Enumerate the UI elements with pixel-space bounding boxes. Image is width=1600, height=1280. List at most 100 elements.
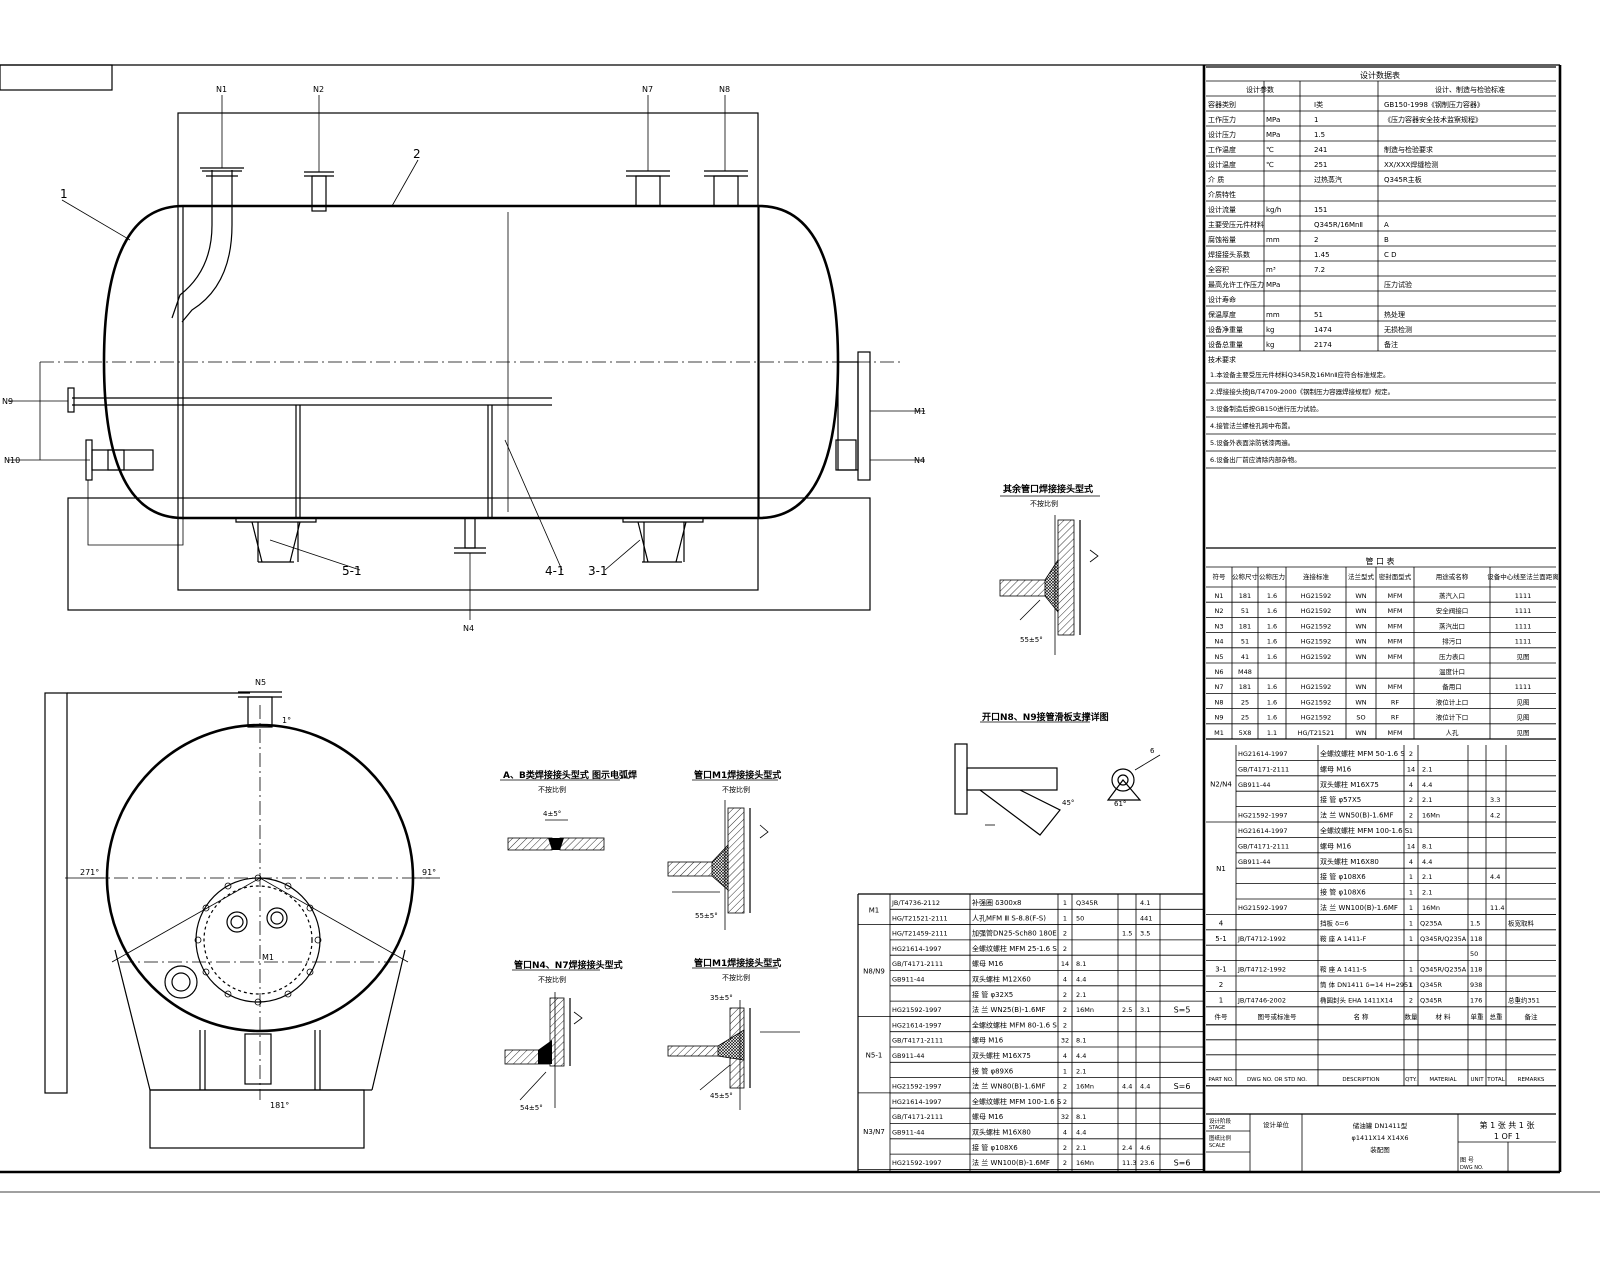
design-row-spec: 《压力容器安全技术监察规程》	[1384, 115, 1482, 124]
bom-left-desc: 接 管 φ108X6	[972, 1143, 1018, 1152]
bom-desc-row: QTY.	[1405, 1077, 1417, 1083]
bom-right-qty: 4	[1409, 858, 1413, 866]
bom-part-no: 1	[1219, 996, 1223, 1004]
nozzle-cell: MFM	[1388, 607, 1403, 615]
bom-right-desc: 全螺纹螺柱 MFM 100-1.6 S	[1320, 826, 1410, 835]
design-row-value: 151	[1314, 206, 1327, 214]
bom-part-unit: 938	[1470, 981, 1482, 989]
nozzle-cell: 压力表口	[1439, 652, 1465, 661]
design-row-unit: m³	[1266, 266, 1276, 274]
nozzle-cell: 41	[1241, 653, 1249, 661]
nozzle-label-n1: N1	[216, 85, 227, 94]
bom-header: 单重	[1471, 1012, 1485, 1021]
bom-right-wt: 11.4	[1490, 904, 1504, 912]
design-row-name: 介 质	[1208, 175, 1224, 184]
bom-left-group-code: N5-1	[866, 1052, 883, 1060]
bom-left-desc: 双头螺柱 M12X60	[972, 975, 1031, 984]
bom-left-qty: 2	[1063, 945, 1067, 953]
sheet-border	[0, 64, 1600, 1193]
nozzle-cell: HG21592	[1301, 698, 1332, 706]
bom-left-qty: 2	[1063, 1021, 1067, 1029]
detail-nozzle-general	[999, 495, 1100, 655]
design-row-unit: mm	[1266, 236, 1280, 244]
nozzle-cell: N1	[1215, 592, 1224, 600]
bom-part-std: JB/T4712-1992	[1237, 966, 1286, 974]
nozzle-cell: 1.1	[1267, 729, 1277, 737]
bom-left-qty: 1	[1063, 914, 1067, 922]
bom-part-mat: Q345R	[1420, 996, 1443, 1004]
design-row-value: 过热蒸汽	[1314, 175, 1342, 184]
detail-6-subtitle: 不按比例	[722, 973, 750, 982]
design-row-name: 主要受压元件材料	[1208, 220, 1264, 229]
bom-left-mat: Q345R	[1076, 899, 1099, 907]
part-label-5-1: 5-1	[342, 564, 362, 578]
bom-left-desc: 全螺纹螺柱 MFM 100-1.6 S	[972, 1097, 1062, 1106]
bom-header: 图号或标准号	[1258, 1012, 1298, 1021]
bom-header: 名 称	[1353, 1012, 1369, 1021]
nozzle-cell: 5X8	[1239, 729, 1252, 737]
design-row-name: 腐蚀裕量	[1208, 235, 1236, 244]
design-row-name: 设备净重量	[1208, 325, 1243, 334]
title-stage-label: 设计阶段	[1209, 1117, 1232, 1125]
nozzle-cell: 蒸汽出口	[1439, 621, 1465, 630]
design-row-unit: kg	[1266, 326, 1275, 334]
bom-right-desc: 接 管 φ108X6	[1320, 888, 1366, 897]
design-row-spec: GB150-1998《钢制压力容器》	[1384, 100, 1484, 109]
bom-part-std: JB/T4712-1992	[1237, 935, 1286, 943]
nozzle-cell: 25	[1241, 714, 1249, 722]
nozzle-cell: WN	[1355, 683, 1366, 691]
bom-left-std: HG21592-1997	[892, 1159, 942, 1167]
bom-left-desc: 接 管 φ32X5	[972, 990, 1013, 999]
bom-left-std: GB911-44	[892, 1129, 925, 1137]
detail-ab-weld	[500, 779, 620, 851]
part-label-1: 1	[60, 187, 68, 201]
design-row-unit: MPa	[1266, 281, 1280, 289]
bom-left-qty: 2	[1063, 1006, 1067, 1014]
nozzle-cell: 181	[1239, 683, 1251, 691]
bom-right-qty: 14	[1407, 842, 1415, 850]
bom-part-no: 3-1	[1215, 966, 1226, 974]
bom-left-mat: 2.1	[1076, 1144, 1086, 1152]
bom-part-remark: 总重约351	[1508, 995, 1540, 1004]
bom-part-qty: 1	[1409, 919, 1413, 927]
bom-right-wt: 4.4	[1490, 873, 1500, 881]
bom-left-mat: 4.4	[1076, 1052, 1086, 1060]
detail-6-dim1: 35±5°	[710, 994, 733, 1002]
bom-left-desc: 螺母 M16	[972, 1112, 1004, 1121]
bom-left-desc: 接 管 φ89X6	[972, 1066, 1014, 1075]
title-dwg-label-en: DWG NO.	[1460, 1165, 1484, 1171]
design-row-spec: 制造与检验要求	[1384, 145, 1433, 154]
bom-right-qty: 1	[1409, 873, 1413, 881]
design-row-name: 设计流量	[1208, 205, 1236, 214]
nozzle-cell: 1.6	[1267, 622, 1277, 630]
nozzle-cell: N9	[1215, 714, 1224, 722]
design-row-spec: 无损检测	[1384, 325, 1412, 334]
nozzle-header: 设备中心线至法兰面距离	[1487, 572, 1559, 581]
bom-left-total: 4.6	[1140, 1144, 1150, 1152]
bom-part-unit: 50	[1470, 950, 1478, 958]
bom-part-desc: 椭圆封头 EHA 1411X14	[1320, 995, 1393, 1004]
nozzle-cell: 备用口	[1442, 682, 1462, 691]
bom-header: 件号	[1215, 1012, 1229, 1021]
nozzle-table-title: 管 口 表	[1365, 556, 1394, 566]
nozzle-cell: 液位计下口	[1436, 713, 1469, 722]
nozzle-header: 公称压力	[1259, 572, 1285, 581]
bom-right-desc: 双头螺柱 M16X80	[1320, 857, 1379, 866]
nozzle-cell: 1.6	[1267, 607, 1277, 615]
nozzle-cell: 1.6	[1267, 653, 1277, 661]
nozzle-cell: HG21592	[1301, 592, 1332, 600]
bom-part-mat: Q345R/Q235A	[1420, 935, 1467, 943]
bom-left-std: GB911-44	[892, 976, 925, 984]
bom-header: 总重	[1490, 1012, 1504, 1021]
bom-right-wt: 4.2	[1490, 812, 1500, 820]
bom-right-mat: 16Mn	[1422, 904, 1440, 912]
bom-right-mat: 2.1	[1422, 889, 1432, 897]
bom-left-qty: 2	[1063, 991, 1067, 999]
bom-left-std: HG/T21459-2111	[892, 930, 948, 938]
bom-left-mat: 16Mn	[1076, 1083, 1094, 1091]
bom-part-no: 4	[1219, 919, 1224, 927]
design-row-value: 1474	[1314, 326, 1332, 334]
bom-left-desc: 双头螺柱 M16X75	[972, 1051, 1031, 1060]
design-row-unit: mm	[1266, 311, 1280, 319]
nozzle-cell: 见图	[1517, 729, 1530, 737]
